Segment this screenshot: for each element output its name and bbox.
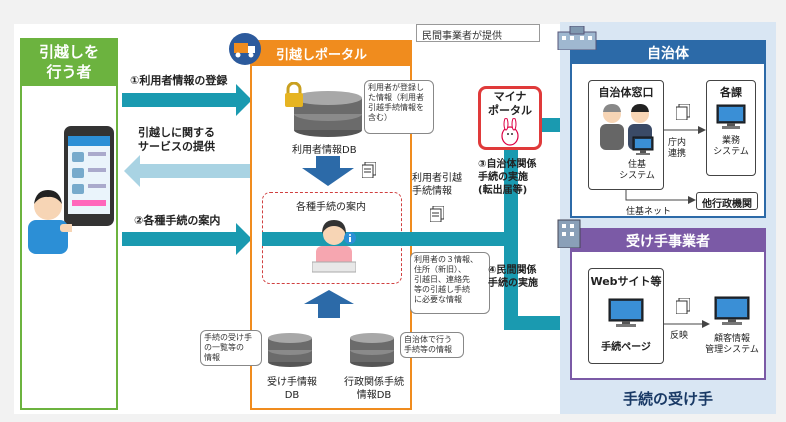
down-arrow	[302, 156, 354, 186]
municipality-header	[570, 40, 766, 64]
customer-system-label: 顧客情報 管理システム	[705, 334, 759, 355]
step4-label: ④民間関係 手続の実施	[488, 265, 538, 289]
business-system-label: 業務 システム	[713, 136, 749, 157]
reflect-label: 反映	[670, 331, 689, 341]
pc-icon-residents	[632, 136, 654, 155]
admin-db-note: 自治体で行う 手続等の情報	[400, 332, 464, 358]
myna-portal-label: マイナ ポータル	[488, 90, 532, 117]
juki-net-label: 住基ネット	[626, 207, 672, 217]
step2-label: ②各種手続の案内	[134, 214, 221, 227]
business-title: 受け手事業者	[626, 234, 710, 250]
mover-header	[20, 38, 118, 86]
juki-net-line	[625, 190, 696, 204]
info-note: 利用者の３情報、 住所（新旧）、 引越日、連絡先 等の引越し手続 に必要な情報	[410, 252, 490, 314]
user-db-note: 利用者が登録し た情報（利用者 引越手続情報を 含む）	[364, 80, 434, 134]
reflect-arrow	[664, 320, 710, 328]
pc-icon-customer	[714, 296, 750, 325]
info-icon	[344, 232, 356, 244]
office-building-icon	[557, 219, 581, 248]
building-icon	[557, 26, 597, 50]
service-label: 引越しに関する サービスの提供	[138, 126, 215, 153]
admin-db-label: 行政関係手続 情報DB	[344, 377, 404, 401]
receiver-db-icon	[268, 333, 312, 367]
residents-system-label: 住基 システム	[619, 160, 655, 181]
document-icon-3	[676, 104, 690, 120]
pc-icon-website	[608, 298, 644, 327]
portal-header	[250, 40, 412, 66]
document-icon	[362, 162, 376, 178]
internal-link-label: 庁内 連携	[668, 138, 687, 159]
lock-icon	[285, 82, 303, 107]
truck-icon	[229, 33, 261, 65]
counter-label: 自治体窓口	[598, 86, 654, 99]
footer-title: 手続の受け手	[622, 390, 713, 408]
other-agencies-label: 他行政機関	[702, 199, 752, 210]
section-label: 各課	[720, 86, 742, 99]
website-label: Webサイト等	[590, 275, 662, 288]
receiver-db-note: 手続の受け手 の一覧等の 情報	[200, 330, 262, 366]
receiver-db-label: 受け手情報 DB	[267, 377, 317, 401]
other-agencies-box	[696, 192, 758, 210]
provider-badge	[416, 24, 540, 42]
user-db-icon	[294, 91, 362, 137]
arrow-layer-left	[122, 84, 252, 255]
pc-icon-business	[716, 104, 746, 129]
up-arrow	[304, 290, 354, 318]
document-icon-4	[676, 298, 690, 314]
document-icon-2	[430, 206, 444, 222]
procedure-page-label: 手続ページ	[601, 342, 651, 353]
business-header	[570, 228, 766, 252]
person-icon	[28, 190, 72, 254]
smartphone-icon	[64, 126, 114, 226]
mover-title: 引越しを 行う者	[38, 43, 99, 81]
step3-label: ③自治体関係 手続の実施 (転出届等)	[478, 159, 537, 196]
guide-label: 各種手続の案内	[296, 202, 366, 213]
mascot-icon	[501, 118, 519, 146]
portal-title: 引越しポータル	[276, 48, 368, 63]
admin-db-icon	[350, 333, 394, 367]
provider-badge-text: 民間事業者が提供	[422, 31, 502, 42]
internal-link-arrow	[664, 126, 706, 134]
user-move-info-label: 利用者引越 手続情報	[412, 173, 462, 197]
user-db-label: 利用者情報DB	[292, 145, 357, 156]
municipality-title: 自治体	[647, 46, 689, 62]
step1-label: ①利用者情報の登録	[130, 74, 228, 87]
clerk-icon	[312, 220, 356, 273]
